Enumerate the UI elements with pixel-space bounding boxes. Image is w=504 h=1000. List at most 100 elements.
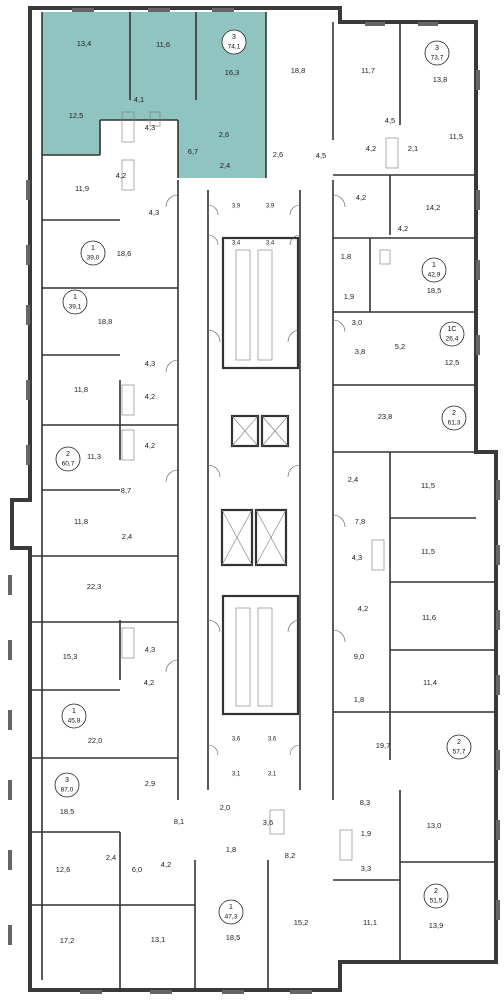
room-label: 11,1 — [363, 918, 377, 927]
room-label: 19,7 — [376, 741, 391, 750]
room-label: 9,0 — [354, 652, 364, 661]
door-swings — [165, 194, 346, 756]
room-label: 8,2 — [285, 851, 295, 860]
room-label: 15,3 — [63, 652, 78, 661]
room-label: 4,2 — [356, 193, 366, 202]
room-label: 8,3 — [360, 798, 370, 807]
room-label: 3,9 — [232, 204, 241, 210]
room-label: 18,6 — [117, 249, 132, 258]
apartment-badge[interactable]: 2 61,3 — [441, 405, 467, 431]
room-label: 4,3 — [145, 359, 155, 368]
svg-text:1: 1 — [72, 708, 76, 715]
svg-text:61,3: 61,3 — [448, 420, 461, 427]
room-label: 13,4 — [77, 39, 92, 48]
svg-text:45,8: 45,8 — [68, 718, 81, 725]
room-label: 4,2 — [358, 604, 368, 613]
windows — [8, 8, 500, 994]
svg-text:1: 1 — [73, 294, 77, 301]
apartment-badge[interactable]: 2 51,5 — [423, 883, 449, 909]
apartment-badge[interactable]: 1 39,0 — [80, 240, 106, 266]
svg-text:1С: 1С — [448, 326, 457, 333]
room-label: 11,5 — [421, 547, 435, 556]
left-wing-walls — [30, 12, 269, 990]
room-label: 2,4 — [220, 161, 230, 170]
apartment-badge[interactable]: 3 87,0 — [54, 772, 80, 798]
room-label: 1,8 — [226, 845, 236, 854]
apartment-badge[interactable]: 2 57,7 — [446, 734, 472, 760]
room-label: 11,4 — [423, 678, 437, 687]
room-label: 4,3 — [145, 123, 155, 132]
room-label: 22,0 — [88, 736, 103, 745]
room-label: 2,4 — [348, 475, 358, 484]
stair-core-bottom — [221, 594, 300, 716]
svg-text:47,3: 47,3 — [225, 914, 238, 921]
svg-text:42,9: 42,9 — [428, 272, 441, 279]
svg-text:1: 1 — [229, 904, 233, 911]
room-label: 2,1 — [408, 144, 418, 153]
room-label: 3,3 — [361, 864, 371, 873]
room-label: 17,2 — [60, 936, 75, 945]
room-label: 2,0 — [220, 803, 230, 812]
room-label: 4,3 — [352, 553, 362, 562]
room-label: 6,0 — [132, 865, 142, 874]
room-label: 3,9 — [266, 204, 275, 210]
room-label: 11,7 — [361, 66, 375, 75]
room-label: 4,2 — [145, 441, 155, 450]
room-label: 11,5 — [449, 132, 463, 141]
room-label: 2,6 — [219, 130, 229, 139]
right-wing-walls — [332, 22, 496, 962]
svg-text:73,7: 73,7 — [431, 55, 444, 62]
room-label: 11,9 — [75, 184, 89, 193]
room-label: 8,1 — [174, 817, 184, 826]
room-label: 2,4 — [122, 532, 132, 541]
room-label: 1,9 — [344, 292, 354, 301]
apartment-badges: 3 74,1 3 73,7 1 39,0 1 42,9 1 39,1 1С 26… — [54, 29, 472, 925]
room-label: 3,1 — [268, 772, 277, 778]
room-label: 11,8 — [74, 385, 88, 394]
elevator-shafts-top — [230, 414, 290, 448]
svg-text:39,0: 39,0 — [87, 255, 100, 262]
room-label: 22,3 — [87, 582, 102, 591]
room-label: 4,5 — [316, 151, 326, 160]
room-label: 11,6 — [156, 40, 170, 49]
room-label: 4,5 — [385, 116, 395, 125]
room-label: 13,8 — [433, 75, 448, 84]
svg-text:26,4: 26,4 — [446, 336, 459, 343]
apartment-badge[interactable]: 1 47,3 — [218, 899, 244, 925]
room-label: 4,2 — [116, 171, 126, 180]
svg-text:3: 3 — [65, 777, 69, 784]
apartment-badge[interactable]: 1 45,8 — [61, 703, 87, 729]
room-label: 18,8 — [98, 317, 113, 326]
room-label: 6,7 — [188, 147, 198, 156]
room-label: 18,5 — [60, 807, 75, 816]
room-label: 4,2 — [398, 224, 408, 233]
room-label: 11,3 — [87, 452, 101, 461]
svg-text:2: 2 — [66, 451, 70, 458]
highlighted-apartment[interactable] — [42, 12, 266, 178]
room-label: 12,6 — [56, 865, 71, 874]
room-label: 3,0 — [352, 318, 362, 327]
apartment-badge[interactable]: 2 60,7 — [55, 446, 81, 472]
svg-text:57,7: 57,7 — [453, 749, 466, 756]
room-label: 2,9 — [145, 779, 155, 788]
room-label: 18,5 — [427, 286, 442, 295]
apartment-badge[interactable]: 1 42,9 — [421, 257, 447, 283]
room-label: 11,6 — [422, 613, 436, 622]
svg-text:39,1: 39,1 — [69, 304, 82, 311]
svg-text:2: 2 — [457, 739, 461, 746]
room-label: 4,3 — [149, 208, 159, 217]
apartment-badge[interactable]: 3 73,7 — [424, 40, 450, 66]
room-label: 1,8 — [341, 252, 351, 261]
apartment-badge[interactable]: 1 39,1 — [62, 289, 88, 315]
room-label: 3,6 — [232, 737, 241, 743]
room-label: 2,4 — [106, 853, 116, 862]
svg-text:74,1: 74,1 — [228, 44, 241, 51]
room-label: 12,5 — [445, 358, 460, 367]
svg-text:1: 1 — [91, 245, 95, 252]
room-label: 3,1 — [232, 772, 241, 778]
apartment-badge[interactable]: 3 74,1 — [221, 29, 247, 55]
apartment-badge[interactable]: 1С 26,4 — [439, 321, 465, 347]
room-label: 15,2 — [294, 918, 309, 927]
room-label: 5,2 — [395, 342, 405, 351]
